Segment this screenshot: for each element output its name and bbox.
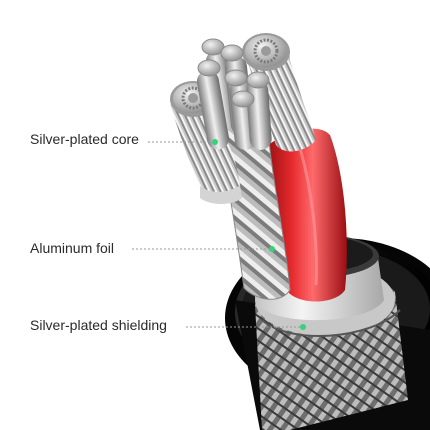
foil-marker-dot (269, 246, 275, 252)
right-stranded-core (242, 33, 316, 152)
solid-wire-cluster (196, 38, 272, 150)
label-silver-plated-shielding: Silver-plated shielding (30, 317, 167, 333)
shielding-marker-dot (300, 324, 306, 330)
label-silver-plated-core: Silver-plated core (30, 131, 139, 147)
label-aluminum-foil: Aluminum foil (30, 240, 115, 256)
core-marker-dot (212, 139, 218, 145)
red-insulation (262, 128, 347, 302)
callouts (132, 139, 306, 330)
